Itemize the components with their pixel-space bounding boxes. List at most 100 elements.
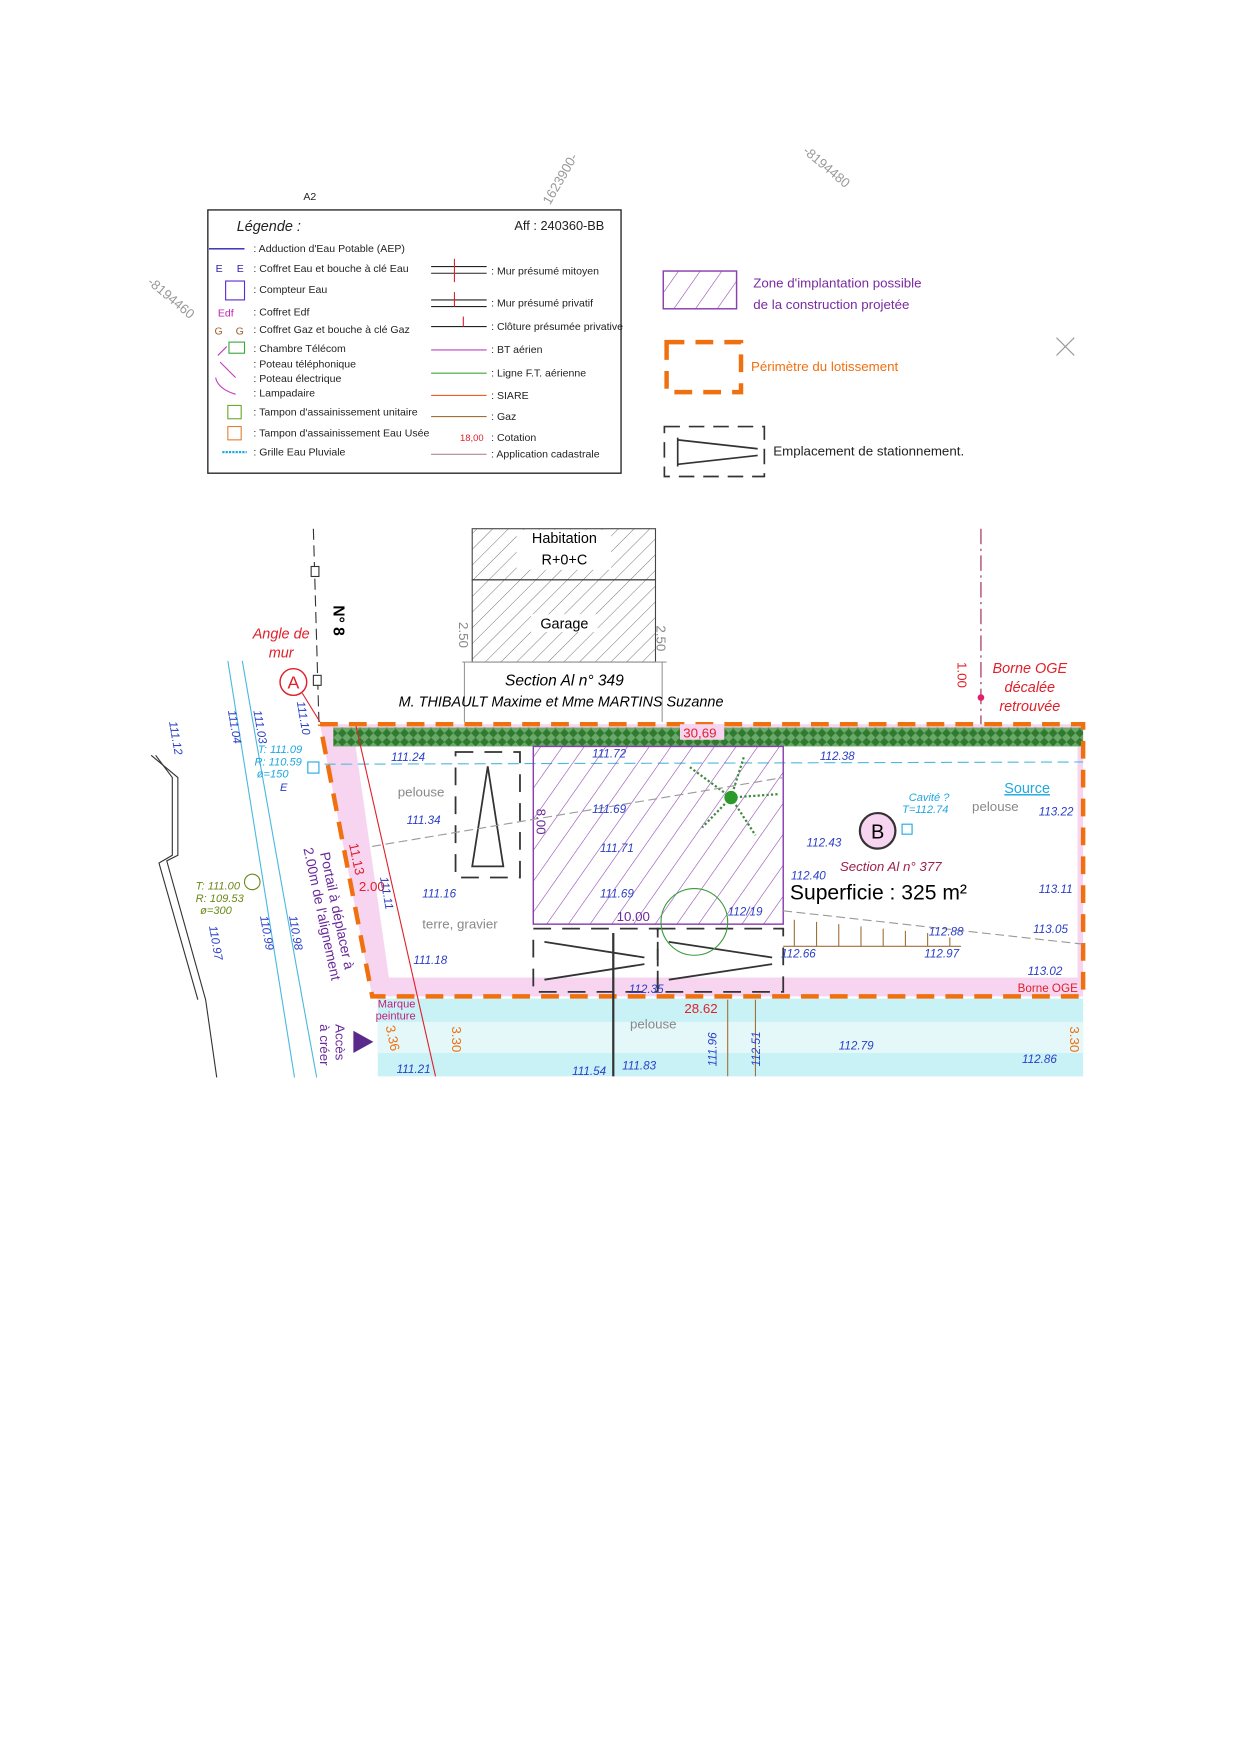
pelouse-label: pelouse (972, 799, 1019, 814)
tree-icon (688, 754, 778, 836)
mur-mitoyen-icon (431, 258, 487, 283)
key-zone-line2: de la construction projetée (753, 297, 909, 312)
spot-elevation: 111.71 (600, 842, 634, 855)
dimension-zone-height: 8.00 (534, 809, 549, 835)
regard-eau-label: T: 111.09 (258, 744, 302, 756)
legend-ref: Aff : 240360-BB (514, 218, 604, 233)
cavite-label: T=112.74 (902, 804, 948, 816)
coord-label: -8194480 (800, 143, 853, 191)
spot-elevation: 112.35 (629, 983, 664, 996)
spot-elevation: 111.03 (250, 709, 269, 745)
spot-elevation: 112.40 (791, 870, 826, 883)
parking-space (532, 927, 659, 993)
mur-privatif-icon (431, 292, 487, 308)
dimension-garage-left: 2.50 (456, 622, 471, 648)
tampon-unitaire-icon (227, 404, 242, 420)
legend-title: Légende : (237, 219, 301, 235)
perimetre-swatch-icon (664, 339, 744, 395)
parking-space (656, 927, 785, 993)
legend-item: : Mur présumé privatif (491, 298, 593, 310)
tampon-eu-icon (227, 425, 242, 441)
spot-elevation: 111.96 (707, 1032, 720, 1066)
terre-gravier-label: terre, gravier (422, 917, 498, 932)
sheet-marker: A2 (303, 191, 316, 203)
parking-swatch-icon (663, 425, 766, 478)
section-377-label: Section Al n° 377 (840, 859, 942, 874)
dimension-retrait: 2.00 (359, 879, 385, 894)
legend-item: : Coffret Gaz et bouche à clé Gaz (253, 324, 409, 336)
compteur-eau-marker (307, 761, 320, 774)
legend-item: : Grille Eau Pluviale (253, 446, 345, 458)
marque-peinture-label: peinture (376, 1011, 416, 1023)
spot-elevation: 112.88 (929, 925, 964, 938)
spot-elevation: 111.16 (422, 887, 456, 900)
borne-oge-decalee-label: décalée (1005, 680, 1056, 696)
superficie-label: Superficie : 325 m² (790, 882, 967, 905)
borne-oge-marker (977, 694, 985, 701)
legend-item: : Application cadastrale (491, 449, 600, 461)
construction-zone (532, 745, 784, 925)
angle-de-mur-label-2: mur (269, 646, 295, 662)
spot-elevation: 111.10 (294, 700, 313, 736)
regard-ass-label: T: 111.00 (196, 881, 241, 893)
owners-label: M. THIBAULT Maxime et Mme MARTINS Suzann… (399, 694, 724, 710)
dimension-top: 30,69 (683, 726, 716, 741)
access-arrow-icon (353, 1030, 374, 1053)
spot-elevation: 112.97 (924, 947, 959, 960)
dimension-bottom: 28.62 (684, 1001, 717, 1016)
source-marker (901, 823, 913, 835)
acces-label: Accès (333, 1024, 348, 1061)
legend-item: : Chambre Télécom (253, 343, 346, 355)
spot-elevation: 111.34 (407, 814, 441, 827)
spot-elevation: 111.04 (225, 709, 244, 745)
point-b-marker: B (858, 811, 897, 850)
eau-marker: E (280, 782, 288, 794)
spot-elevation: 111.69 (592, 803, 626, 816)
spot-elevation: 112.43 (807, 836, 842, 849)
spot-elevation: 110.99 (257, 915, 276, 952)
spot-elevation: 112.86 (1022, 1053, 1057, 1066)
spot-elevation: 110.97 (206, 925, 225, 962)
spot-elevation: 113.22 (1039, 805, 1074, 818)
legend-item: : Coffret Eau et bouche à clé Eau (253, 263, 408, 275)
poteau-icon (215, 346, 237, 395)
svg-text:B: B (871, 822, 884, 844)
talus (727, 919, 961, 1077)
site-plan: Habitation R+0+C Garage 2.50 2.50 Sectio… (150, 528, 1086, 1078)
legend-item: : Clôture présumée privative (491, 321, 623, 333)
section-349-label: Section Al n° 349 (505, 672, 624, 689)
spot-elevation: 111.54 (572, 1065, 606, 1078)
zone-swatch-icon (662, 270, 738, 310)
regard-ass-label: ø=300 (200, 905, 233, 917)
legend: Légende : Aff : 240360-BB E E Edf G G : … (207, 209, 623, 474)
coffret-gaz-icon: G (215, 325, 223, 337)
tampon-marker (243, 873, 261, 891)
angle-de-mur-label-1: Angle de (252, 627, 310, 643)
coffret-eau-icon: E (216, 263, 223, 275)
key-stationnement: Emplacement de stationnement. (773, 443, 964, 458)
acces-label: à créer (317, 1024, 332, 1066)
spot-elevation: 111.12 (166, 720, 185, 756)
borne-oge-decalee-label: retrouvée (999, 699, 1060, 715)
borne-oge-decalee-label: Borne OGE (993, 661, 1068, 677)
spot-elevation: 111.18 (413, 954, 447, 967)
legend-item: : Gaz (491, 411, 516, 423)
marque-peinture-label: Marque (378, 998, 416, 1010)
legend-item: : Adduction d'Eau Potable (AEP) (253, 243, 405, 255)
garage-label: Garage (540, 617, 588, 633)
dimension-band-access: 3.36 (383, 1024, 403, 1052)
spot-elevation: 113.11 (1039, 883, 1073, 896)
chambre-telecom-icon (228, 341, 246, 354)
svg-text:A: A (287, 673, 299, 693)
source-label: Source (1004, 781, 1050, 797)
legend-item: : SIARE (491, 390, 529, 402)
legend-item: : Tampon d'assainissement Eau Usée (253, 428, 429, 440)
legend-item: : Poteau téléphonique (253, 359, 356, 371)
legend-item: : Compteur Eau (253, 284, 327, 296)
dimension-garage-right: 2.50 (654, 625, 669, 651)
borne-oge-label: Borne OGE (1018, 982, 1078, 995)
regard-ass-label: R: 109.53 (196, 893, 245, 905)
cotation-sample: 18,00 (460, 433, 484, 444)
habitation-level: R+0+C (542, 552, 588, 568)
key-zone-line1: Zone d'implantation possible (753, 276, 921, 291)
